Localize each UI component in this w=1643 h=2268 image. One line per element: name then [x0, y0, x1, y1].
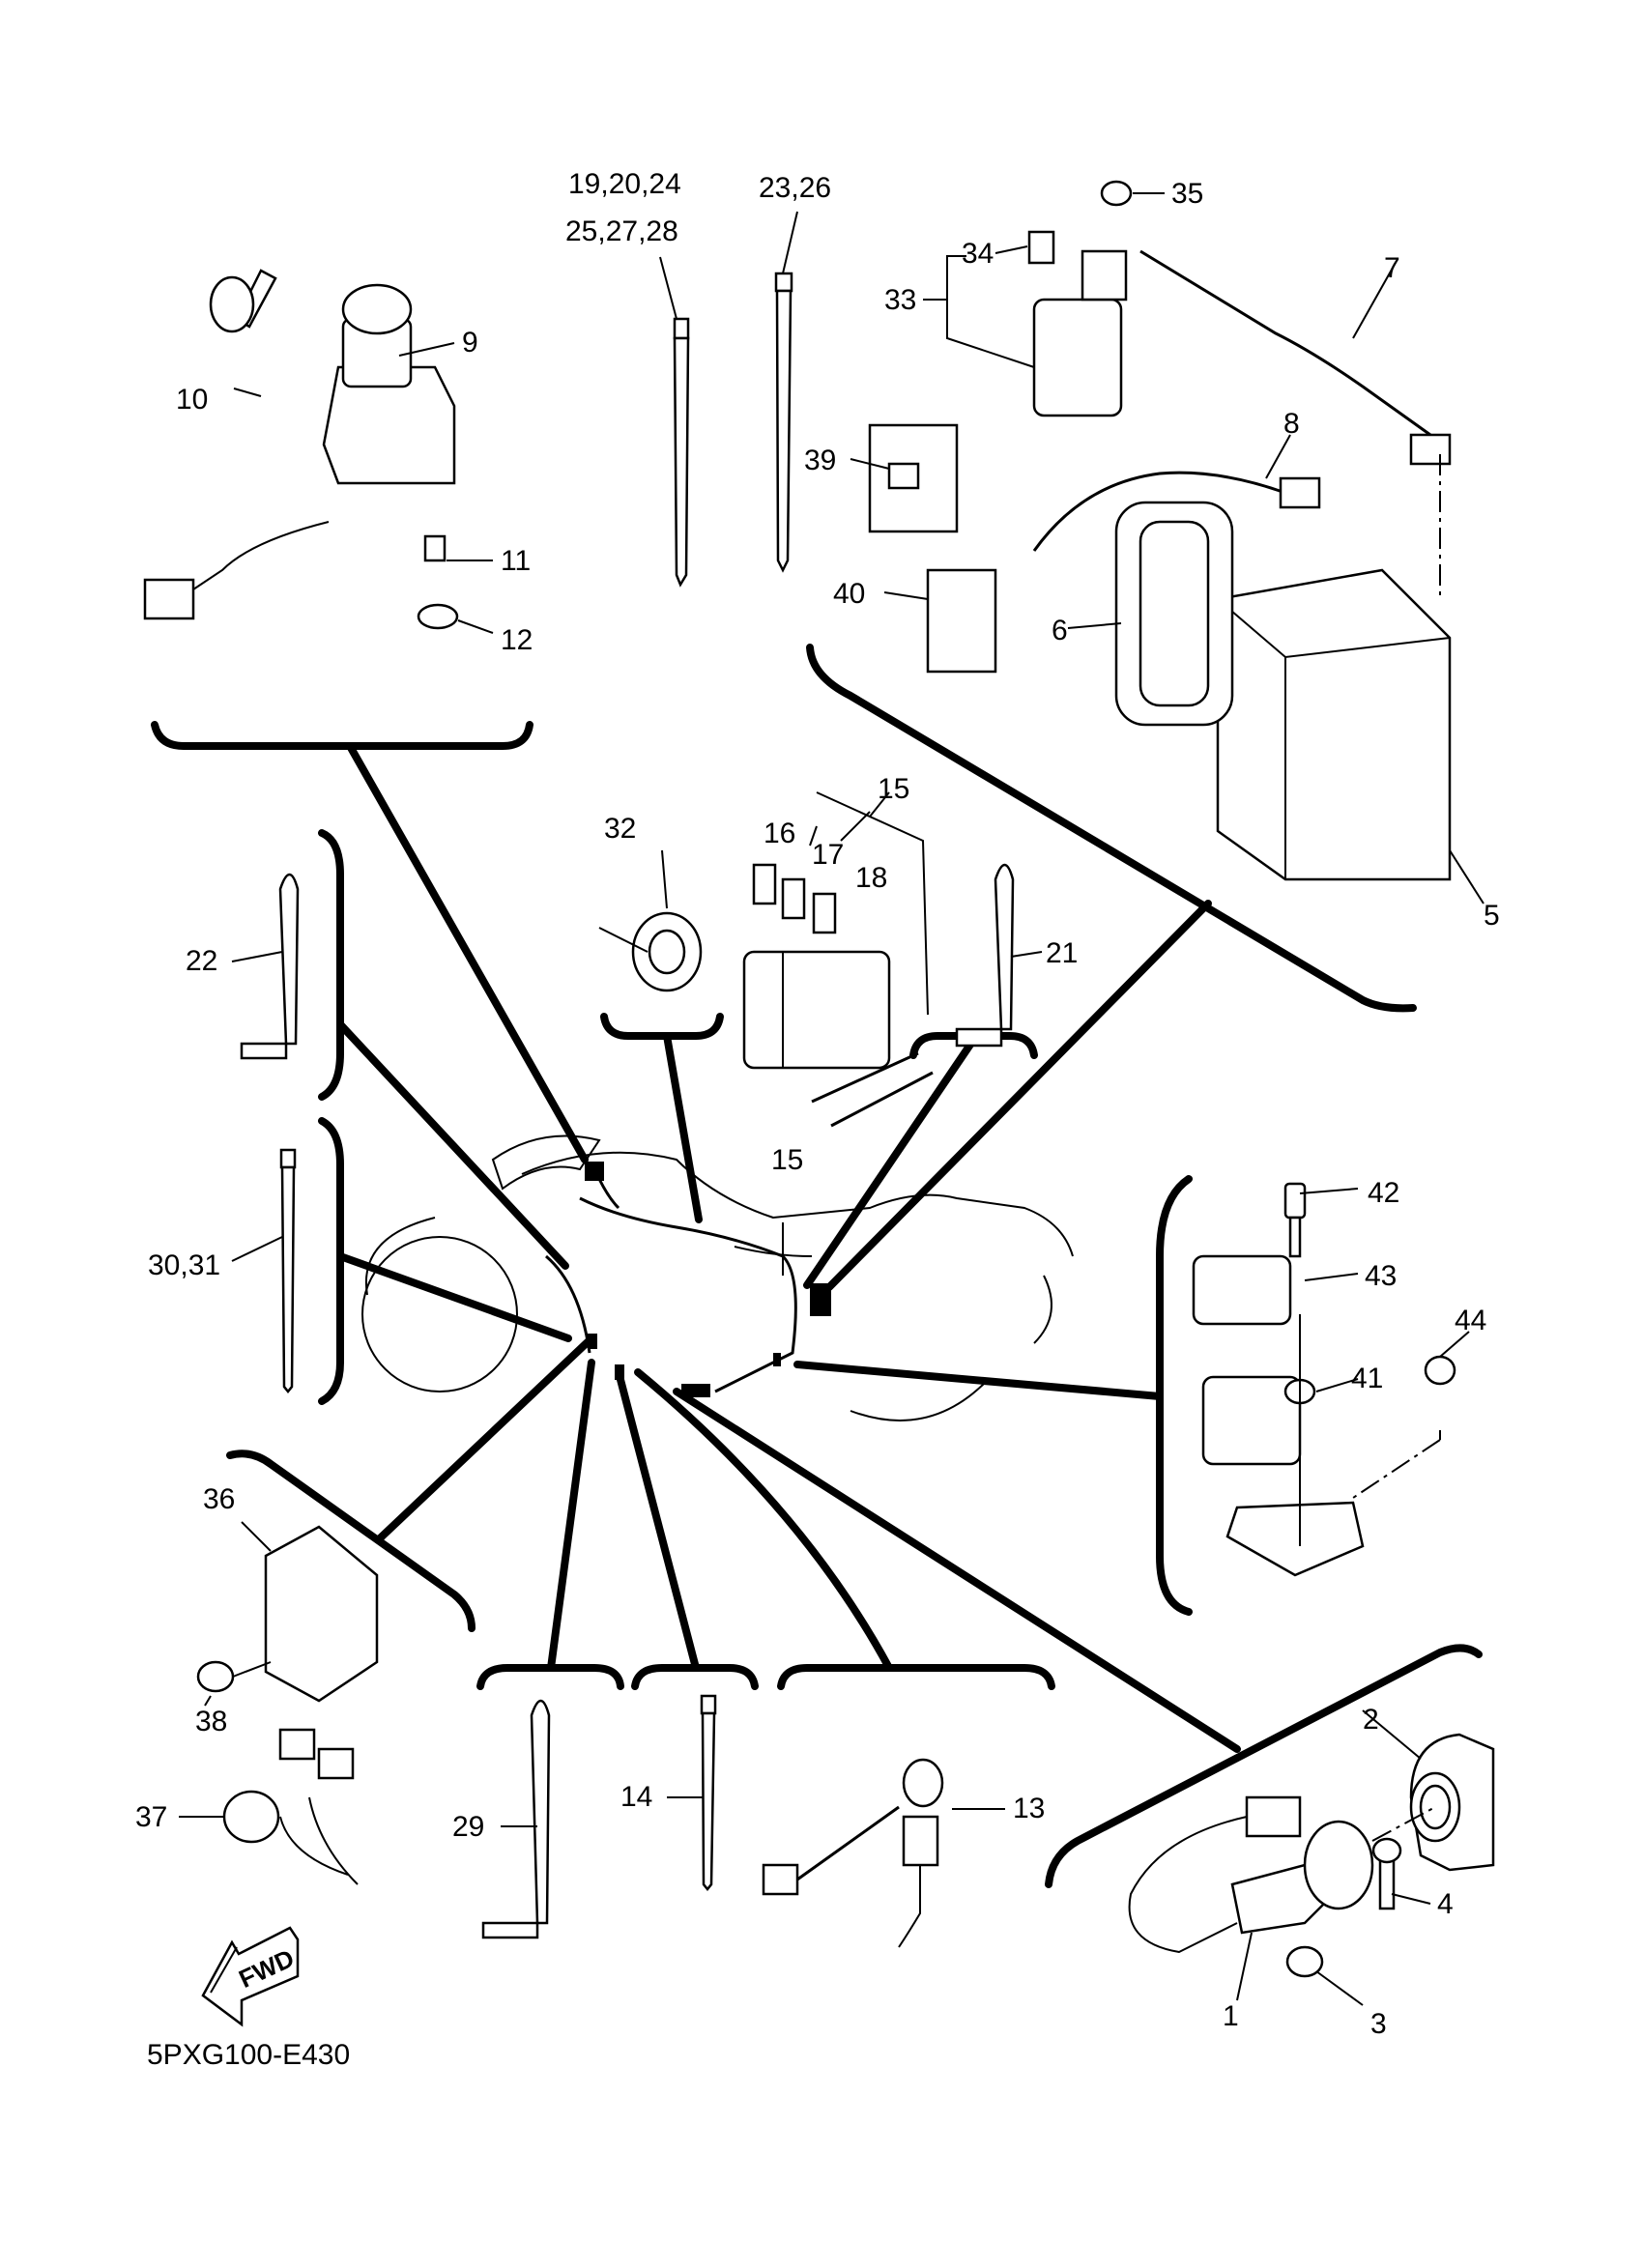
part-label-22: 22 [186, 945, 218, 977]
cdi-unit-part-36 [264, 1525, 379, 1780]
part-label-32: 32 [604, 813, 637, 845]
part-label-38: 38 [195, 1706, 228, 1737]
sensor-part-41-44 [1192, 1182, 1456, 1577]
bolt-part-35 [1100, 180, 1133, 207]
fwd-arrow [201, 1926, 300, 2027]
part-label-10: 10 [176, 384, 209, 416]
part-label-39: 39 [804, 445, 837, 476]
part-label-34: 34 [962, 238, 994, 270]
part-label-29: 29 [452, 1811, 485, 1843]
fuse-part-16 [752, 863, 777, 905]
part-label-44: 44 [1455, 1305, 1487, 1336]
fuse-part-17 [781, 877, 806, 920]
clamp-part-37 [222, 1790, 280, 1844]
battery-band-part [1114, 501, 1234, 727]
fuse-part-18 [812, 892, 837, 934]
part-label-43: 43 [1365, 1260, 1398, 1292]
motorcycle-outline [361, 1134, 1074, 1421]
group-bracket-electrical-box [806, 644, 1417, 1013]
part-label-18: 18 [855, 862, 888, 894]
bolt-part-38 [196, 1660, 235, 1693]
part-label-23-26: 23,26 [759, 172, 832, 204]
battery-part [1216, 568, 1452, 881]
part-label-19-20-24: 19,20,24 [568, 168, 681, 200]
group-bracket-13 [777, 1664, 1055, 1690]
switch-part-13 [762, 1758, 944, 1948]
cable-tie-21 [955, 863, 1015, 1048]
group-bracket-1 [1045, 1644, 1483, 1888]
part-label-4: 4 [1437, 1888, 1454, 1920]
part-label-11: 11 [501, 545, 532, 577]
part-label-8: 8 [1283, 408, 1300, 440]
part-label-37: 37 [135, 1801, 168, 1833]
part-label-3: 3 [1370, 2008, 1387, 2040]
ignition-switch-part [143, 269, 459, 630]
starter-relay-part [1032, 249, 1128, 417]
part-label-14: 14 [620, 1781, 653, 1813]
relay-part-39 [868, 423, 959, 533]
group-bracket-36 [226, 1450, 476, 1632]
grommet-part-32 [598, 911, 703, 992]
part-label-15-top: 15 [878, 773, 910, 805]
group-bracket-tie-30 [318, 1117, 344, 1405]
part-label-16: 16 [764, 818, 796, 849]
relay-part-40 [926, 568, 997, 674]
part-label-6: 6 [1052, 615, 1068, 646]
cable-tie-14 [700, 1694, 717, 1892]
part-label-7: 7 [1384, 252, 1400, 284]
part-label-5: 5 [1484, 900, 1500, 932]
part-label-17: 17 [812, 839, 845, 871]
throttle-sensor-part-1-4 [1128, 1733, 1495, 1978]
cable-tie-30-31 [279, 1148, 297, 1394]
group-bracket-tie-22 [318, 829, 344, 1101]
part-label-42: 42 [1368, 1177, 1400, 1209]
part-label-30-31: 30,31 [148, 1249, 221, 1281]
part-label-35: 35 [1171, 178, 1204, 210]
part-label-13: 13 [1013, 1793, 1046, 1824]
part-label-15-mid: 15 [771, 1144, 804, 1176]
part-label-41: 41 [1351, 1363, 1384, 1394]
part-label-1: 1 [1223, 2000, 1239, 2032]
part-label-12: 12 [501, 624, 533, 656]
part-label-33: 33 [884, 284, 917, 316]
cable-tie-22 [240, 873, 300, 1060]
wire-lead-8 [1032, 471, 1286, 552]
group-bracket-41 [1156, 1175, 1193, 1616]
diagram-code: 5PXG100-E430 [147, 2039, 351, 2071]
part-label-36: 36 [203, 1483, 236, 1515]
fuse-box-part [742, 950, 891, 1070]
group-bracket-32 [600, 1013, 724, 1040]
part-label-2: 2 [1363, 1704, 1379, 1736]
cable-tie-29 [481, 1699, 551, 1939]
cable-tie-19-28 [673, 317, 690, 588]
group-bracket-ignition [151, 721, 533, 750]
part-label-25-27-28: 25,27,28 [565, 215, 678, 247]
part-label-40: 40 [833, 578, 866, 610]
part-label-9: 9 [462, 327, 478, 359]
part-label-21: 21 [1046, 937, 1079, 969]
fuse-part-34 [1027, 230, 1055, 265]
cable-tie-23-26 [774, 272, 793, 573]
wire-lead-7 [1139, 249, 1431, 437]
